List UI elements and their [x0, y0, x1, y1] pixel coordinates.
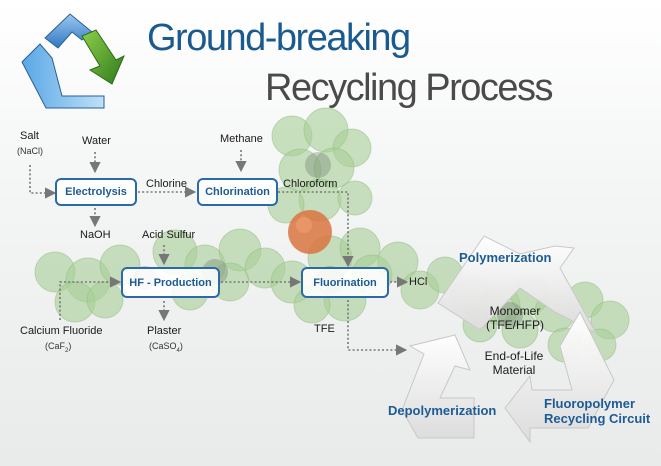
plaster-label: Plaster — [147, 325, 182, 337]
end-of-life-line-2: Material — [492, 363, 536, 377]
methane-label: Methane — [220, 133, 263, 145]
title-line-2: Recycling Process — [265, 67, 554, 109]
caso4-formula: (CaSO4) — [149, 341, 183, 354]
chlorine-label: Chlorine — [146, 178, 187, 190]
calcium-fluoride-label: Calcium Fluoride — [20, 325, 103, 337]
polymerization-label: Polymerization — [459, 250, 552, 265]
monomer-label: Monomer — [489, 304, 541, 318]
title-line-1: Ground-breaking — [147, 17, 411, 59]
circuit-label-line-2: Recycling Circuit — [544, 411, 651, 426]
chloroform-label: Chloroform — [283, 178, 338, 190]
hcl-label: HCl — [409, 276, 428, 288]
electrolysis-box: Electrolysis — [55, 178, 137, 206]
acid-sulfur-label: Acid Sulfur — [142, 229, 196, 241]
circuit-label-line-1: Fluoropolymer — [544, 396, 636, 411]
fluorination-box: Fluorination — [301, 267, 389, 298]
hf-production-box: HF - Production — [121, 267, 220, 298]
salt-label: Salt — [20, 130, 39, 142]
depolymerization-label: Depolymerization — [388, 403, 497, 418]
tfe-label: TFE — [314, 323, 335, 335]
chlorination-box: Chlorination — [197, 178, 278, 206]
caf2-formula: (CaF2) — [45, 341, 72, 354]
naoh-label: NaOH — [80, 229, 111, 241]
monomer-formula: (TFE/HFP) — [486, 318, 544, 332]
salt-formula: (NaCl) — [17, 146, 43, 156]
water-label: Water — [82, 135, 111, 147]
end-of-life-line-1: End-of-Life — [484, 349, 544, 363]
